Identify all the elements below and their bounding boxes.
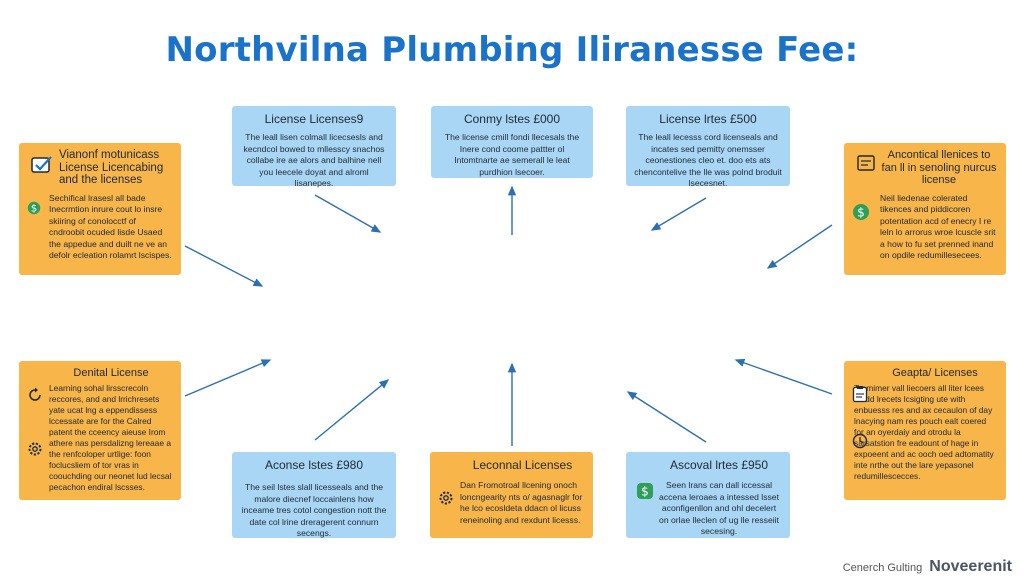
gear-icon <box>439 491 453 505</box>
arrow-bottom-right <box>626 391 707 443</box>
right-bottom-heading: Geapta/ Licenses <box>892 367 978 379</box>
clock-icon <box>852 433 868 449</box>
top-center-heading: Conmy lstes £000 <box>463 112 561 126</box>
top-right-box: License lrtes £500 The leall lecesss cor… <box>626 106 790 188</box>
bottom-right-box: $ Ascoval lrtes £950 Seen lrans can dall… <box>626 452 790 538</box>
svg-text:$: $ <box>857 206 865 220</box>
refresh-icon <box>29 387 41 401</box>
bottom-center-heading: Leconnal Licenses <box>472 458 573 472</box>
left-bottom-text: Learning sohal lirsscrecoln reccores, an… <box>49 383 172 492</box>
right-top-box: $ Ancontical llenices to fan ll in senol… <box>844 143 1006 275</box>
right-top-heading: Ancontical llenices to fan ll in senolin… <box>881 149 997 186</box>
clipboard-icon <box>852 386 868 403</box>
top-right-heading: License lrtes £500 <box>659 112 757 126</box>
footer-brand: Noveerenit <box>929 558 1012 575</box>
footer-caption: Cenerch Gulting <box>842 562 923 574</box>
bottom-right-heading: Ascoval lrtes £950 <box>669 458 769 472</box>
right-top-text: Neil liedenae colerated tikences and pid… <box>880 192 996 261</box>
svg-text:$: $ <box>31 204 37 215</box>
bottom-left-heading: Aconse lstes £980 <box>264 458 364 472</box>
top-left-box: License Licenses9 The leall lisen colmal… <box>232 106 396 188</box>
svg-text:$: $ <box>641 485 649 499</box>
arrow-right-bottom <box>734 358 833 395</box>
top-center-box: Conmy lstes £000 The license cmill fondi… <box>431 106 593 178</box>
right-bottom-text: Tremimer vall liecoers all liter lcees l… <box>854 383 994 481</box>
dollar-icon: $ <box>637 483 653 499</box>
gear-icon <box>28 442 42 456</box>
right-bottom-box: Geapta/ Licenses Tremimer vall liecoers … <box>844 361 1006 500</box>
arrow-top-left <box>314 194 382 233</box>
top-left-text: The leall lisen colmall licecsesls and k… <box>243 132 385 188</box>
document-icon <box>857 155 875 171</box>
dollar-icon: $ <box>27 201 41 215</box>
bottom-center-box: Leconnal Licenses Dan Fromotroal llcenin… <box>430 452 593 538</box>
left-top-box: $ Vianonf motunicass License Licencabing… <box>19 143 181 275</box>
left-bottom-box: Denital License Learning sohal lirsscrec… <box>19 361 181 500</box>
top-left-heading: License Licenses9 <box>264 112 364 126</box>
left-bottom-heading: Denital License <box>73 367 149 379</box>
bottom-left-text: The seil lstes slall licesseals and the … <box>241 482 387 538</box>
bottom-left-box: Aconse lstes £980 The seil lstes slall l… <box>232 452 396 538</box>
bottom-center-text: Dan Fromotroal llcening onoch loncngeari… <box>460 480 583 525</box>
arrow-left-bottom <box>184 359 272 397</box>
left-top-heading: Vianonf motunicass License Licencabing a… <box>59 149 164 186</box>
arrow-top-right <box>650 197 707 231</box>
dollar-icon: $ <box>853 204 869 220</box>
footer: Cenerch Gulting Noveerenit <box>843 558 1012 576</box>
top-center-text: The license cmill fondi llecesals the In… <box>444 132 580 177</box>
diagram-title: Northvilna Plumbing Iliranesse Fee: <box>165 30 859 70</box>
left-top-text: Sechifical lrasesl all bade Inecrmtion i… <box>49 192 172 261</box>
arrow-bottom-left <box>314 379 390 441</box>
arrow-left-top <box>184 245 264 287</box>
top-right-text: The leall lecesss cord licenseals and in… <box>634 132 782 188</box>
bottom-right-text: Seen lrans can dall iccessal accena lero… <box>659 480 779 536</box>
check-icon <box>31 156 52 173</box>
arrow-right-top <box>766 224 833 269</box>
